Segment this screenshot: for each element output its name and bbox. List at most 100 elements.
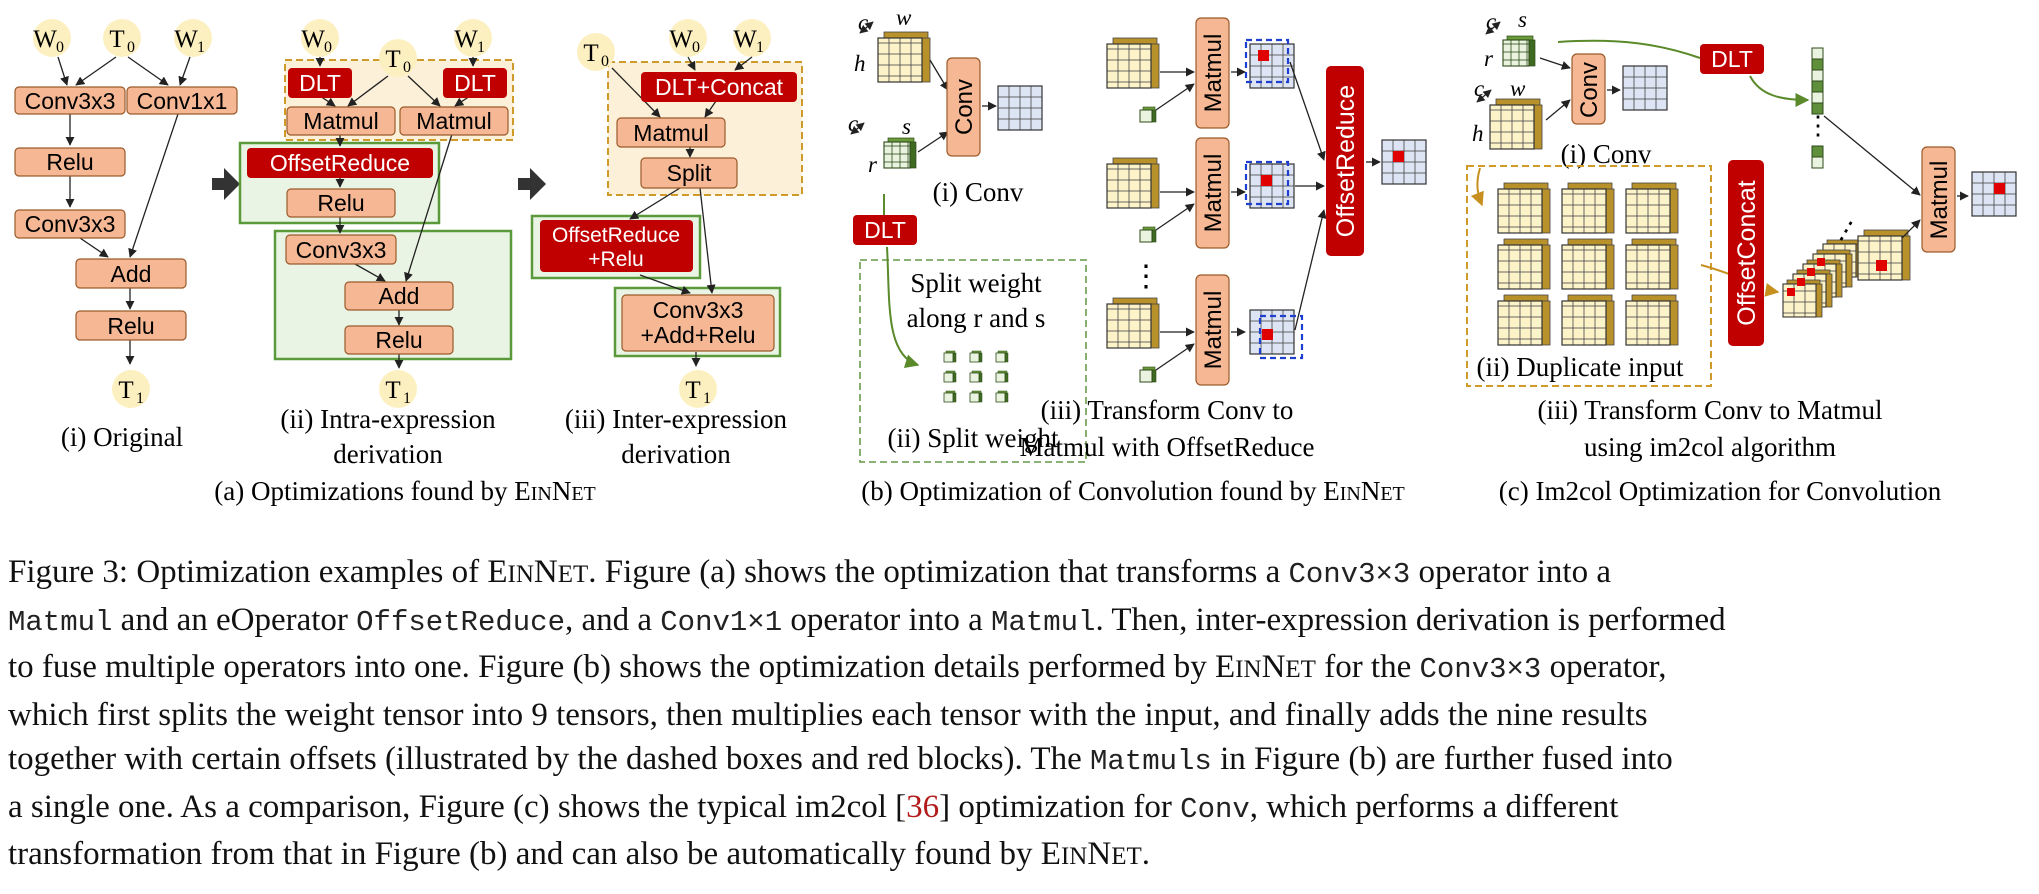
- op-conv1x1: Conv1x1: [126, 86, 238, 115]
- caption-line-5: together with certain offsets (illustrat…: [8, 741, 1673, 778]
- svg-text:T: T: [583, 40, 598, 67]
- caption-b-iii-line1: (iii) Transform Conv to: [1041, 395, 1294, 425]
- op-dlt: DLT: [853, 215, 917, 245]
- op-conv3x3: Conv3x3: [285, 234, 397, 265]
- svg-text:Relu: Relu: [317, 190, 364, 216]
- svg-text:s: s: [902, 114, 911, 139]
- svg-text:w: w: [896, 5, 912, 30]
- node-w1: W 1: [174, 19, 212, 57]
- panel-a-original: W 0 T 0 W 1 Conv3x3: [14, 19, 238, 452]
- svg-text:h: h: [1472, 121, 1484, 146]
- svg-text:Relu: Relu: [375, 327, 422, 353]
- svg-text:1: 1: [403, 390, 411, 407]
- panel-b: c w h c s r Conv (i) Conv DLT Split weig…: [848, 5, 1427, 463]
- citation-link[interactable]: 36: [906, 788, 940, 825]
- svg-text:DLT: DLT: [1711, 46, 1753, 72]
- svg-text:Relu: Relu: [107, 313, 154, 339]
- caption-a-iii-line1: (iii) Inter-expression: [565, 404, 788, 434]
- node-t1: T 1: [679, 370, 717, 408]
- op-offsetreduce: OffsetReduce: [1326, 66, 1364, 256]
- op-dlt: DLT: [1700, 44, 1764, 74]
- svg-text:W: W: [669, 26, 693, 53]
- node-t0: T 0: [577, 33, 615, 71]
- svg-text:Add: Add: [379, 283, 420, 309]
- op-matmul-left: Matmul: [286, 106, 396, 136]
- svg-text:Split: Split: [667, 160, 712, 186]
- caption-b-i: (i) Conv: [933, 177, 1024, 207]
- op-matmul-right: Matmul: [399, 106, 509, 136]
- op-matmul: Matmul: [1921, 146, 1956, 253]
- caption-a-i: (i) Original: [61, 422, 183, 452]
- svg-text:1: 1: [136, 390, 144, 407]
- svg-text:+Relu: +Relu: [588, 248, 643, 271]
- svg-text:Conv3x3: Conv3x3: [25, 88, 116, 114]
- caption-line-1: Figure 3: Optimization examples of EINNE…: [8, 554, 1611, 591]
- svg-text:0: 0: [403, 59, 411, 76]
- svg-text:r: r: [868, 152, 878, 177]
- node-t0: T 0: [103, 19, 141, 57]
- svg-text:⋮: ⋮: [1805, 111, 1831, 140]
- svg-text:+Add+Relu: +Add+Relu: [640, 322, 755, 348]
- op-dlt-concat: DLT+Concat: [641, 72, 797, 102]
- svg-text:OffsetReduce: OffsetReduce: [552, 224, 680, 247]
- split-label-line2: along r and s: [907, 303, 1046, 333]
- caption-a: (a) Optimizations found by EINNET: [214, 476, 596, 506]
- caption-b-ii: (ii) Split weight: [888, 423, 1059, 453]
- svg-text:Conv: Conv: [1576, 62, 1603, 118]
- op-relu: Relu: [286, 188, 396, 218]
- svg-text:DLT: DLT: [299, 70, 341, 96]
- svg-text:Add: Add: [111, 261, 152, 287]
- caption-line-2: Matmul and an eOperator OffsetReduce, an…: [8, 601, 1726, 639]
- weight-tensor: [883, 137, 917, 169]
- op-dlt-left: DLT: [288, 68, 352, 98]
- svg-text:0: 0: [324, 39, 332, 56]
- node-t0: T 0: [379, 39, 417, 77]
- svg-text:T: T: [385, 377, 400, 404]
- svg-text:s: s: [1518, 7, 1527, 32]
- svg-text:c: c: [1474, 76, 1484, 101]
- caption-a-iii-line2: derivation: [621, 439, 731, 469]
- svg-text:w: w: [1510, 76, 1526, 101]
- svg-text:Matmul: Matmul: [1926, 161, 1953, 240]
- svg-text:OffsetReduce: OffsetReduce: [270, 150, 410, 176]
- caption-line-7: transformation from that in Figure (b) a…: [8, 836, 1150, 872]
- svg-text:1: 1: [197, 39, 205, 56]
- node-w0: W 0: [301, 19, 339, 57]
- svg-text:Matmul: Matmul: [1200, 34, 1227, 113]
- svg-text:1: 1: [703, 390, 711, 407]
- caption-b: (b) Optimization of Convolution found by…: [861, 476, 1405, 506]
- figure-caption: Figure 3: Optimization examples of EINNE…: [8, 550, 2028, 880]
- svg-text:Matmul: Matmul: [1200, 291, 1227, 370]
- op-relu-second: Relu: [75, 310, 187, 341]
- op-conv: Conv: [946, 57, 981, 157]
- svg-text:OffsetReduce: OffsetReduce: [1332, 85, 1360, 237]
- duplicate-input-box: [1466, 165, 1712, 387]
- svg-text:Matmul: Matmul: [416, 108, 491, 134]
- caption-line-6: a single one. As a comparison, Figure (c…: [8, 788, 1619, 826]
- svg-text:1: 1: [756, 39, 764, 56]
- svg-text:OffsetConcat: OffsetConcat: [1733, 180, 1761, 326]
- svg-text:DLT: DLT: [454, 70, 496, 96]
- panel-a-intra: W 0 T 0 W 1: [238, 19, 514, 469]
- op-conv3x3: Conv3x3: [14, 86, 126, 115]
- reshaped-weight-column: ⋮: [1805, 47, 1831, 169]
- svg-text:0: 0: [127, 39, 135, 56]
- op-relu: Relu: [14, 147, 126, 177]
- svg-text:Conv3x3: Conv3x3: [25, 211, 116, 237]
- svg-text:W: W: [454, 26, 478, 53]
- svg-text:Matmul: Matmul: [633, 120, 708, 146]
- node-w1: W 1: [733, 19, 771, 57]
- node-t1: T 1: [379, 370, 417, 408]
- op-conv: Conv: [1571, 53, 1606, 125]
- svg-text:0: 0: [692, 39, 700, 56]
- input-tensor: [877, 31, 931, 83]
- caption-line-4: which first splits the weight tensor int…: [8, 696, 1648, 733]
- arrow-a1: [212, 168, 240, 200]
- op-conv3x3-add-relu: Conv3x3 +Add+Relu: [621, 294, 775, 352]
- input-tensor: [1489, 98, 1543, 150]
- svg-text:Matmul: Matmul: [1200, 154, 1227, 233]
- panel-c: c s r c w h Conv (i) Conv DLT: [1466, 7, 2017, 462]
- svg-text:0: 0: [601, 53, 609, 70]
- caption-c-i: (i) Conv: [1561, 139, 1652, 169]
- op-add: Add: [344, 281, 454, 311]
